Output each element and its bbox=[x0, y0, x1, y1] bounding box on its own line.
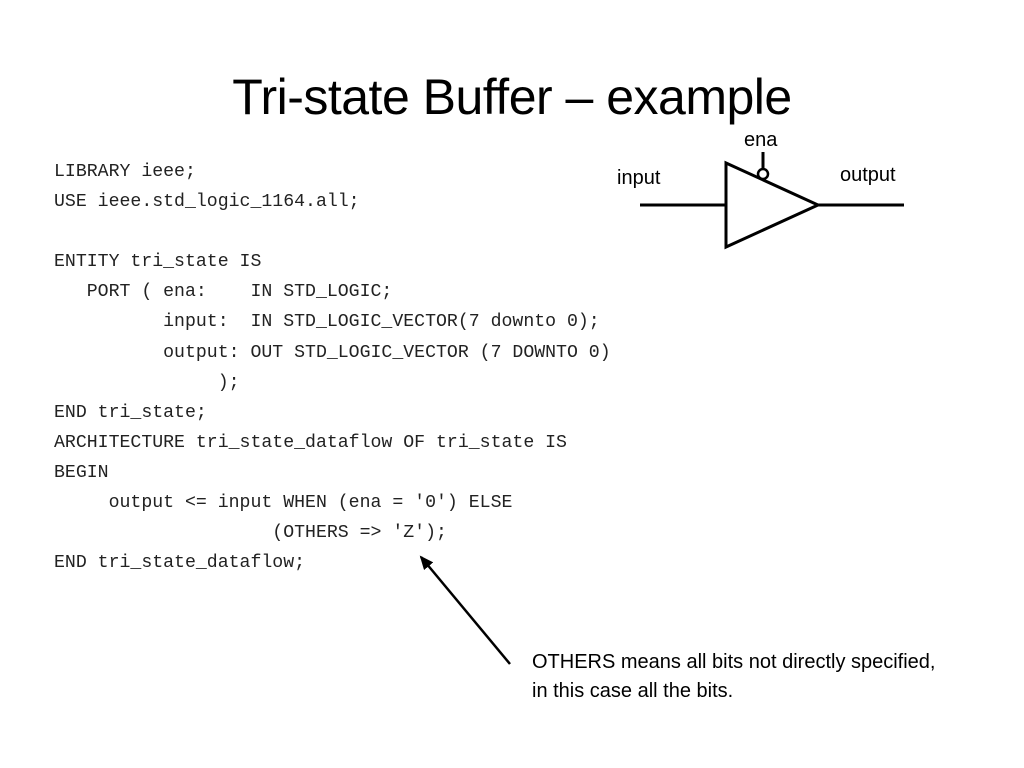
code-line: ARCHITECTURE tri_state_dataflow OF tri_s… bbox=[54, 432, 567, 453]
code-line: USE ieee.std_logic_1164.all; bbox=[54, 192, 360, 213]
code-line: output <= input WHEN (ena = '0') ELSE bbox=[54, 493, 513, 514]
code-line: ); bbox=[54, 372, 240, 393]
code-line: BEGIN bbox=[54, 462, 109, 483]
vhdl-code-block: LIBRARY ieee; USE ieee.std_logic_1164.all… bbox=[54, 157, 611, 578]
annotation-line: OTHERS means all bits not directly speci… bbox=[532, 651, 936, 673]
code-line: LIBRARY ieee; bbox=[54, 162, 196, 182]
annotation-note: OTHERS means all bits not directly speci… bbox=[532, 648, 1012, 706]
code-line bbox=[54, 217, 611, 247]
buffer-triangle bbox=[724, 160, 822, 250]
code-line: PORT ( ena: IN STD_LOGIC; bbox=[54, 282, 393, 303]
enable-bubble bbox=[756, 167, 770, 181]
input-label: input bbox=[617, 167, 661, 189]
slide-title: Tri-state Buffer – example bbox=[232, 69, 792, 125]
code-line: (OTHERS => 'Z'); bbox=[54, 523, 447, 544]
code-line: ENTITY tri_state IS bbox=[54, 252, 262, 273]
code-line: END tri_state_dataflow; bbox=[54, 553, 306, 574]
code-line: input: IN STD_LOGIC_VECTOR(7 downto 0); bbox=[54, 312, 600, 333]
annotation-line: in this case all the bits. bbox=[532, 680, 734, 702]
code-line: output: OUT STD_LOGIC_VECTOR (7 DOWNTO 0… bbox=[54, 342, 611, 363]
output-label: output bbox=[840, 164, 896, 186]
code-line: END tri_state; bbox=[54, 402, 207, 423]
ena-label: ena bbox=[744, 129, 778, 151]
